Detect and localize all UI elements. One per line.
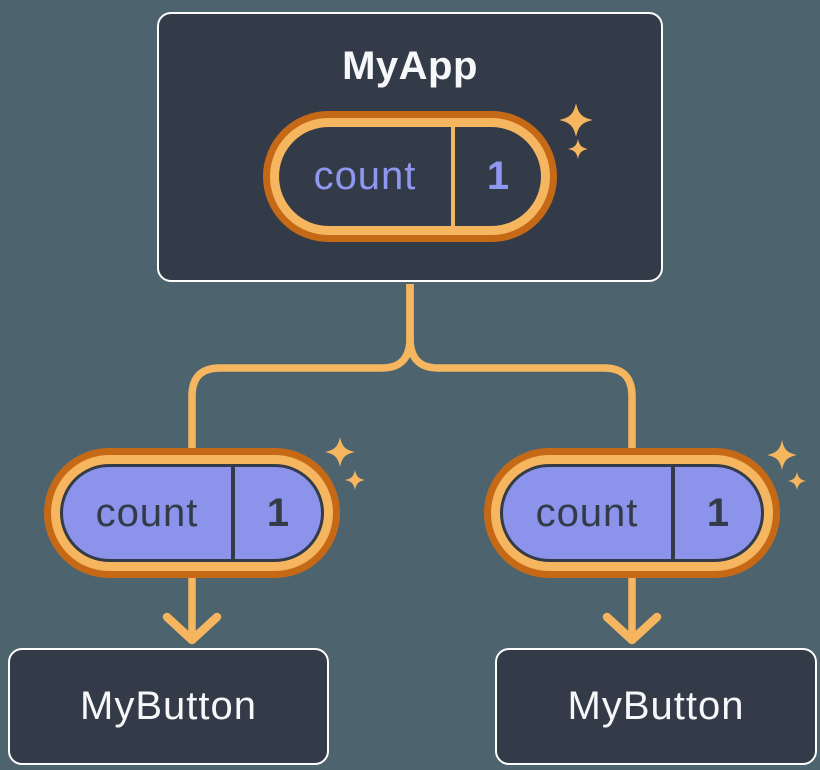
state-name: count	[313, 154, 417, 198]
arrow-down-icon	[162, 612, 222, 645]
prop-pill: count 1	[484, 448, 780, 578]
sparkle-icon	[325, 437, 355, 467]
pill-divider	[451, 127, 455, 226]
state-pill-core: count 1	[279, 127, 541, 226]
prop-value: 1	[706, 490, 730, 535]
state-value: 1	[486, 154, 510, 198]
component-title: MyApp	[342, 44, 478, 88]
component-node-mybutton: MyButton	[8, 648, 329, 765]
prop-pill: count 1	[44, 448, 340, 578]
component-node-mybutton: MyButton	[495, 648, 817, 765]
prop-name: count	[95, 490, 199, 535]
arrow-down-icon	[602, 612, 662, 645]
prop-pill-core: count 1	[500, 464, 764, 562]
sparkle-icon	[788, 472, 806, 490]
sparkle-icon	[345, 470, 365, 490]
sparkle-icon	[767, 440, 797, 470]
state-pill: count 1	[263, 111, 557, 242]
component-title: MyButton	[567, 684, 745, 728]
pill-divider	[671, 467, 675, 559]
component-title: MyButton	[80, 684, 257, 728]
component-node-myapp: MyApp count 1	[157, 12, 663, 282]
prop-pill-core: count 1	[60, 464, 324, 562]
prop-name: count	[535, 490, 639, 535]
prop-value: 1	[266, 490, 290, 535]
